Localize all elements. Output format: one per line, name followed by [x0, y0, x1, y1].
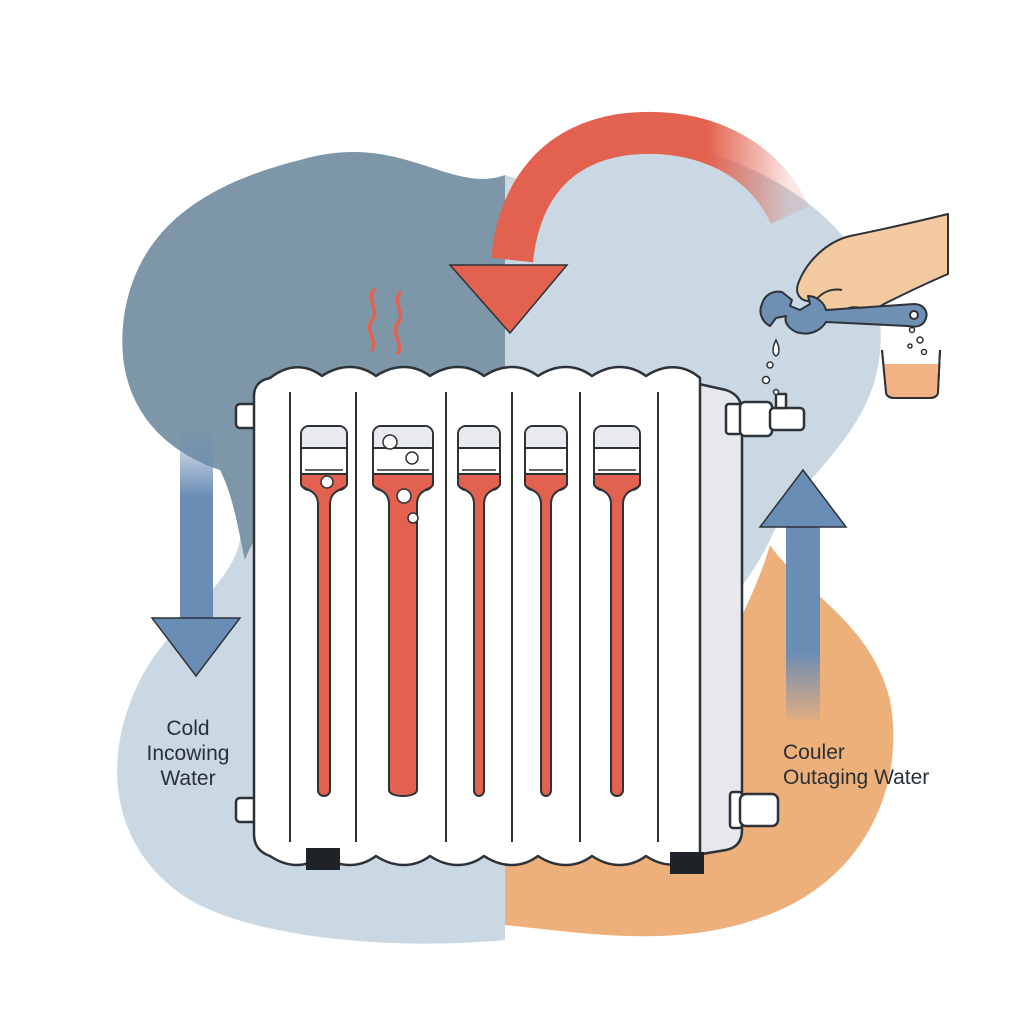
water-column-4 — [524, 425, 568, 797]
bleed-valve-icon — [724, 392, 806, 438]
radiator-fin-lines — [289, 392, 659, 842]
hot-water-fill — [457, 473, 501, 797]
cold-incoming-water-label: Cold Incowing Water — [128, 716, 248, 791]
air-bubble — [396, 488, 412, 504]
hot-water-fill — [593, 473, 641, 797]
wrench-icon — [759, 290, 928, 335]
hot-water-fill — [372, 473, 434, 797]
cooler-outgoing-water-label: Couler Outaging Water — [783, 740, 929, 790]
column-air-cap — [595, 427, 639, 449]
radiator-foot-left — [306, 848, 340, 870]
glass-icon — [881, 326, 941, 399]
couler-label-line1: Couler — [783, 741, 845, 764]
column-air-cap — [374, 427, 432, 449]
drips — [761, 338, 780, 396]
air-bubble — [320, 475, 334, 489]
cold-label-line2: Incowing — [146, 742, 230, 765]
water-column-3 — [457, 425, 501, 797]
water-column-1 — [300, 425, 348, 797]
radiator-end-cap — [688, 380, 744, 858]
column-air-cap — [459, 427, 499, 449]
water-column-5 — [593, 425, 641, 797]
cold-label-line1: Cold — [166, 717, 210, 740]
couler-label-line2: Outaging Water — [783, 766, 930, 789]
air-bubble — [407, 512, 419, 524]
curved-arrow-icon — [448, 111, 810, 335]
air-bubble — [405, 451, 419, 465]
outlet-pipe — [728, 790, 780, 830]
cold-incoming-arrow — [150, 430, 242, 678]
hot-water-fill — [524, 473, 568, 797]
cooler-outgoing-arrow — [758, 468, 848, 720]
air-bubble — [382, 434, 398, 450]
water-columns — [300, 425, 641, 797]
hot-water-fill — [300, 473, 348, 797]
cold-label-line3: Water — [160, 767, 216, 790]
column-air-cap — [526, 427, 566, 449]
blob-dark — [122, 151, 505, 561]
water-column-2 — [372, 425, 434, 797]
radiator-foot-right — [670, 852, 704, 874]
column-air-cap — [302, 427, 346, 449]
heat-waves-icon — [367, 288, 403, 355]
